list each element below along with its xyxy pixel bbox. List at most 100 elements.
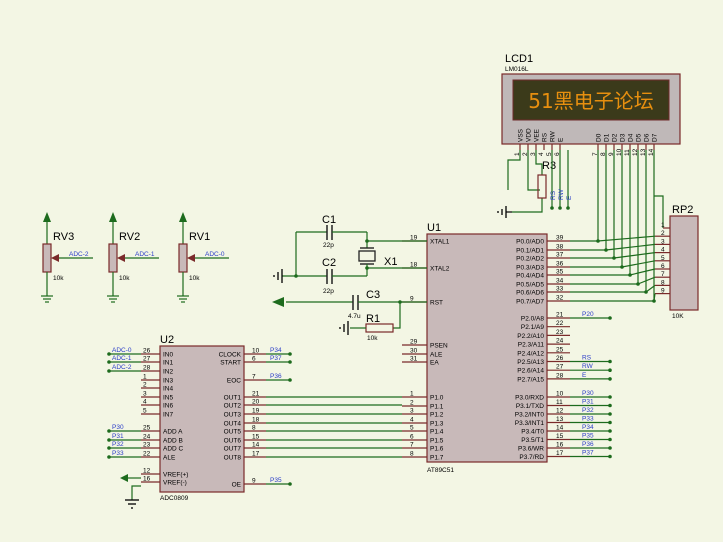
wire-vref-gnd xyxy=(131,485,141,500)
u2-pin-label: START xyxy=(220,360,241,367)
u1-pin-number: 23 xyxy=(556,329,564,336)
lcd-pin-number: 14 xyxy=(648,148,655,156)
u2-pin-label: ADD B xyxy=(163,438,183,445)
u1-pin-number: 2 xyxy=(410,400,414,407)
net-label: RS xyxy=(582,355,592,362)
rp2-pin-number: 9 xyxy=(661,288,665,295)
u1-pin-number: 24 xyxy=(556,338,564,345)
lcd-net-e: E xyxy=(566,195,573,200)
u2-pin-label: OUT1 xyxy=(224,395,242,402)
u1-pin-number: 10 xyxy=(556,391,564,398)
lcd-pin-number: 1 xyxy=(514,152,521,156)
wire-p0-rp2-7 xyxy=(653,293,656,302)
u2-pin-number: 19 xyxy=(252,408,260,415)
u2-component[interactable]: U2 ADC0809 IN026ADC-0IN127ADC-1IN228ADC-… xyxy=(107,334,292,509)
net-label: P37 xyxy=(270,355,282,362)
u2-pin-number: 24 xyxy=(143,434,151,441)
u1-ref: U1 xyxy=(427,222,441,234)
pot-value: 10k xyxy=(53,275,64,282)
wire-p0-rp2-0 xyxy=(597,235,656,242)
u1-pin-label: P0.0/AD0 xyxy=(516,239,544,246)
rp2-pin-number: 8 xyxy=(661,279,665,286)
net-label: ADC-1 xyxy=(112,355,132,362)
u1-pin-label: P2.0/A8 xyxy=(521,316,545,323)
u1-pin-number: 9 xyxy=(410,296,414,303)
c1-value: 22p xyxy=(323,242,334,249)
u1-pin-number: 21 xyxy=(556,312,564,319)
net-label: P35 xyxy=(582,433,594,440)
lcd-pin-label: VSS xyxy=(518,128,525,142)
u2-pin-label: OUT8 xyxy=(224,455,242,462)
u1-pin-label: P1.3 xyxy=(430,421,444,428)
wire-vee xyxy=(535,150,543,175)
net-label: P34 xyxy=(270,347,282,354)
wire-p0-rp2-1 xyxy=(605,243,656,251)
wire-p0-rp2-2 xyxy=(613,252,656,259)
lcd-pin-number: 12 xyxy=(632,148,639,156)
wire-xtal1 xyxy=(366,232,427,242)
lcd-pin-number: 5 xyxy=(546,152,553,156)
net-label: P31 xyxy=(582,399,594,406)
u1-pin-label: P2.1/A9 xyxy=(521,324,545,331)
lcd-pin-label: D6 xyxy=(644,133,651,142)
vref-arrow xyxy=(120,474,128,482)
u2-pin-number: 2 xyxy=(143,382,147,389)
u1-pin-number: 36 xyxy=(556,261,564,268)
rp2-pin-number: 2 xyxy=(661,230,665,237)
u2-pin-label: IN4 xyxy=(163,386,174,393)
u1-pin-label: P2.2/A10 xyxy=(517,333,544,340)
lcd-pin-number: 3 xyxy=(530,152,537,156)
u1-part: AT89C51 xyxy=(427,467,454,474)
lcd-pin-label: D7 xyxy=(652,133,659,142)
reset-circuit: C3 4.7u R1 10k xyxy=(272,289,427,342)
u1-component[interactable]: U1 AT89C51 XTAL119XTAL218RST9PSEN29ALE30… xyxy=(402,222,656,474)
u2-pin-number: 4 xyxy=(143,399,147,406)
u1-pin-label: P2.5/A13 xyxy=(517,359,544,366)
u1-pin-label: P0.5/AD5 xyxy=(516,282,544,289)
u1-pin-number: 34 xyxy=(556,278,564,285)
u2-pin-number: 14 xyxy=(252,442,260,449)
u2-pin-number: 6 xyxy=(252,356,256,363)
u2-pin-number: 22 xyxy=(143,451,151,458)
c1-ref: C1 xyxy=(322,214,336,226)
rp2-pin-number: 3 xyxy=(661,238,665,245)
wire-vss xyxy=(507,150,521,190)
u2-pin-number: 16 xyxy=(143,476,151,483)
u2-pin-number: 12 xyxy=(143,468,151,475)
net-label: P35 xyxy=(270,477,282,484)
lcd-pin-label: D3 xyxy=(620,133,627,142)
lcd1-screen xyxy=(512,79,670,121)
u1-pin-number: 35 xyxy=(556,269,564,276)
u2-pin-label: OUT2 xyxy=(224,403,242,410)
u1-pin-number: 16 xyxy=(556,442,564,449)
u1-left-pins: XTAL119XTAL218RST9PSEN29ALE30EA31P1.01P1… xyxy=(402,235,450,462)
lcd-pin-label: D2 xyxy=(612,133,619,142)
vcc-arrow xyxy=(272,297,284,307)
u2-pin-number: 9 xyxy=(252,478,256,485)
r1-resistor xyxy=(365,323,394,333)
lcd-pin-number: 8 xyxy=(600,152,607,156)
wire-r1-rst xyxy=(393,302,401,329)
u1-pin-label: P3.0/RXD xyxy=(515,395,544,402)
c3-value: 4.7u xyxy=(348,313,361,320)
net-label: P31 xyxy=(112,433,124,440)
lcd-pin-number: 11 xyxy=(624,149,631,156)
u2-pin-label: IN6 xyxy=(163,403,174,410)
lcd1-component[interactable]: LCD1 LM016L 51黑电子论坛 VSS1VDD2VEE3RS4RW5E6… xyxy=(501,53,681,156)
lcd-pin-label: VDD xyxy=(526,128,533,142)
u1-pin-label: PSEN xyxy=(430,343,448,350)
u2-pin-label: IN7 xyxy=(163,412,174,419)
u2-pin-label: OUT5 xyxy=(224,429,242,436)
net-label: E xyxy=(582,372,587,379)
wire-p0-rp2-4 xyxy=(629,268,656,276)
u2-left-pins: IN026ADC-0IN127ADC-1IN228ADC-2IN31IN42IN… xyxy=(107,347,188,487)
u2-pin-label: OUT7 xyxy=(224,446,242,453)
net-label: P33 xyxy=(112,450,124,457)
u1-pin-number: 26 xyxy=(556,355,564,362)
wire-p0-rp2-6 xyxy=(645,284,656,293)
